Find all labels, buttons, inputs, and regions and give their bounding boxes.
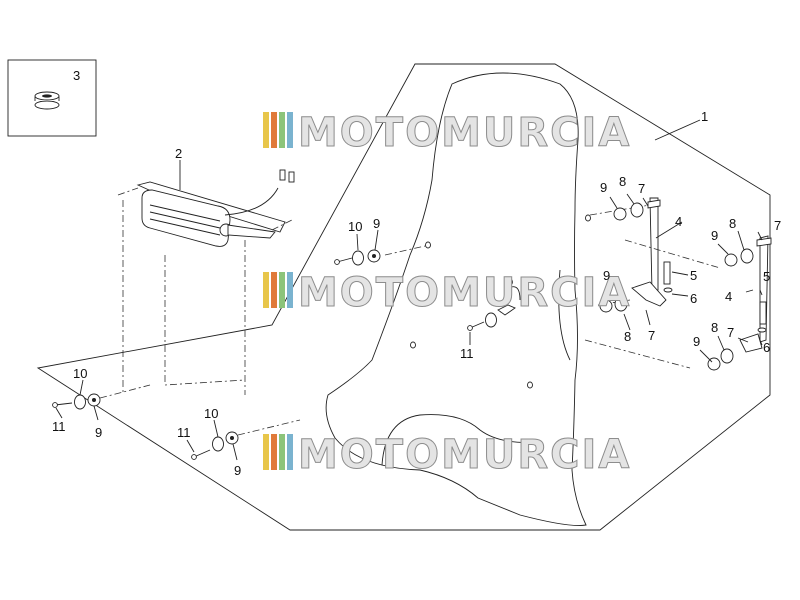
bracket-assembly-upper bbox=[589, 197, 721, 313]
svg-text:MOTOMURCIA: MOTOMURCIA bbox=[298, 270, 631, 316]
windshield-hole bbox=[410, 341, 416, 349]
callout-9: 9 bbox=[95, 425, 102, 440]
fastener-group-lower-left bbox=[52, 384, 151, 410]
callout-5: 5 bbox=[690, 268, 697, 283]
windshield-lower-curve bbox=[381, 414, 541, 466]
windshield-hole bbox=[507, 278, 513, 286]
callout-6: 6 bbox=[690, 291, 697, 306]
inset-box-part-3 bbox=[7, 59, 97, 137]
callout-8: 8 bbox=[624, 329, 631, 344]
callout-9: 9 bbox=[373, 216, 380, 231]
callout-8: 8 bbox=[729, 216, 736, 231]
svg-text:MOTOMURCIA: MOTOMURCIA bbox=[298, 110, 631, 156]
windshield-hole bbox=[425, 241, 431, 249]
assembly-outline bbox=[36, 63, 771, 531]
windshield-hole bbox=[527, 381, 533, 389]
callout-9: 9 bbox=[693, 334, 700, 349]
lamp-assembly bbox=[136, 169, 295, 247]
callout-11: 11 bbox=[460, 346, 474, 361]
callout-7: 7 bbox=[727, 325, 734, 340]
callout-10: 10 bbox=[348, 219, 362, 234]
lamp-dash-line bbox=[164, 255, 246, 386]
grommet-icon bbox=[34, 91, 60, 110]
watermark-middle: MOTOMURCIA bbox=[263, 270, 631, 317]
windshield-hole bbox=[585, 214, 591, 222]
callout-8: 8 bbox=[711, 320, 718, 335]
callout-9: 9 bbox=[711, 228, 718, 243]
callout-10: 10 bbox=[204, 406, 218, 421]
bracket-assembly-lower bbox=[584, 235, 772, 371]
svg-text:MOTOMURCIA: MOTOMURCIA bbox=[298, 432, 631, 478]
callout-4: 4 bbox=[675, 214, 682, 229]
lamp-dash-line bbox=[117, 187, 139, 196]
callout-3: 3 bbox=[73, 68, 80, 83]
callout-9: 9 bbox=[234, 463, 241, 478]
callout-7: 7 bbox=[648, 328, 655, 343]
callout-11: 11 bbox=[177, 425, 191, 440]
windshield bbox=[325, 72, 587, 526]
leader-lines bbox=[55, 119, 763, 461]
callout-2: 2 bbox=[175, 146, 182, 161]
watermark-lower: MOTOMURCIA bbox=[263, 432, 631, 479]
callout-9: 9 bbox=[603, 268, 610, 283]
watermark-upper: MOTOMURCIA bbox=[263, 110, 631, 157]
callout-9: 9 bbox=[600, 180, 607, 195]
callout-1: 1 bbox=[701, 109, 708, 124]
windshield-inner-line bbox=[558, 269, 571, 361]
callout-10: 10 bbox=[73, 366, 87, 381]
fastener-group-center-left bbox=[334, 245, 426, 266]
callout-11: 11 bbox=[52, 419, 66, 434]
lamp-dash-line bbox=[271, 219, 293, 231]
fastener-group-center bbox=[467, 286, 521, 331]
callout-6: 6 bbox=[763, 340, 770, 355]
callout-5: 5 bbox=[763, 269, 770, 284]
fastener-group-lower bbox=[191, 419, 301, 460]
callout-7: 7 bbox=[774, 218, 781, 233]
callout-7: 7 bbox=[638, 181, 645, 196]
callout-4: 4 bbox=[725, 289, 732, 304]
callout-8: 8 bbox=[619, 174, 626, 189]
